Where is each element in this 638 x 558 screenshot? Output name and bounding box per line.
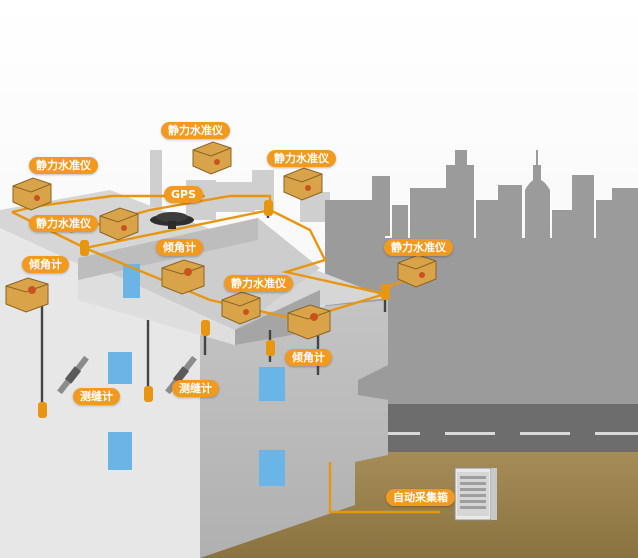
- cables: [11, 194, 440, 514]
- windows: [108, 264, 285, 486]
- label-level-top: 静力水准仪: [161, 122, 230, 139]
- label-crack-center: 测缝计: [172, 380, 219, 397]
- conduit-caps: [38, 200, 390, 418]
- sensor-level-left-top: [12, 177, 52, 211]
- sensor-tilt-left: [5, 277, 49, 313]
- label-level-left-mid: 静力水准仪: [29, 215, 98, 232]
- label-level-upper-right: 静力水准仪: [267, 150, 336, 167]
- sensor-level-left-mid: [99, 207, 139, 241]
- data-cabinet: [454, 467, 497, 521]
- gps-antenna: [150, 212, 194, 229]
- label-gps: GPS: [164, 186, 204, 203]
- label-tilt-left: 倾角计: [22, 256, 69, 273]
- sensor-level-center: [221, 291, 261, 325]
- crack-meter-left: [57, 355, 89, 395]
- label-crack-left: 测缝计: [73, 388, 120, 405]
- building-side: [200, 300, 388, 558]
- sensor-level-right: [397, 254, 437, 288]
- label-tilt-center: 倾角计: [156, 239, 203, 256]
- upper-block-front: [78, 258, 235, 345]
- label-level-center: 静力水准仪: [224, 275, 293, 292]
- sensor-level-upper-right: [283, 167, 323, 201]
- label-level-right: 静力水准仪: [384, 239, 453, 256]
- label-tilt-right: 倾角计: [285, 349, 332, 366]
- sensor-level-top: [192, 141, 232, 175]
- label-level-left-top: 静力水准仪: [29, 157, 98, 174]
- label-cabinet: 自动采集箱: [386, 489, 455, 506]
- sensor-tilt-center: [161, 259, 205, 295]
- sensor-tilt-right: [287, 304, 331, 340]
- road-markings: [380, 432, 638, 435]
